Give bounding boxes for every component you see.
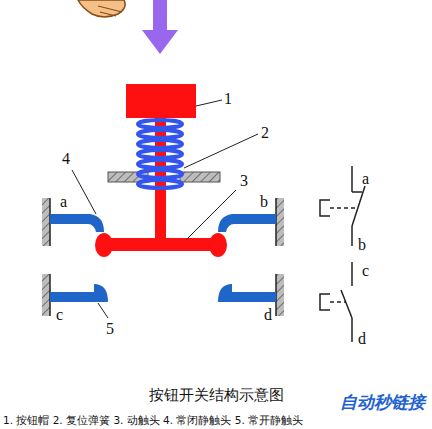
hand-icon xyxy=(78,0,125,17)
terminal-letter: b xyxy=(358,236,366,254)
callout-number: 4 xyxy=(62,150,70,168)
spring-coil xyxy=(138,180,182,188)
caption: 按钮开关结构示意图 xyxy=(149,387,284,404)
nc-static-contact xyxy=(218,214,276,232)
spring-coil xyxy=(138,160,182,168)
no-static-contact xyxy=(218,284,276,302)
callout-number: 2 xyxy=(261,124,269,142)
button-cap xyxy=(126,84,196,118)
terminal-letter: d xyxy=(358,330,366,348)
spring-coil xyxy=(138,140,182,148)
terminal-letter: b xyxy=(260,193,268,211)
moving-contact xyxy=(95,233,227,257)
terminal-letter: c xyxy=(56,306,63,324)
part-list: 1. 按钮帽 2. 复位弹簧 3. 动触头 4. 常闭静触头 5. 常开静触头 xyxy=(3,415,303,427)
spring-coil xyxy=(138,120,182,128)
callout-number: 1 xyxy=(224,90,232,108)
terminal-letter: a xyxy=(362,170,369,188)
nc-contact-symbol xyxy=(320,166,365,246)
guide-block xyxy=(180,172,220,182)
no-contact-symbol xyxy=(320,262,352,342)
press-arrow xyxy=(142,0,178,54)
terminal-letter: a xyxy=(60,193,67,211)
spring-coil xyxy=(138,150,182,158)
terminal-letter: d xyxy=(264,306,272,324)
spring-coil xyxy=(138,170,182,178)
spring-coil xyxy=(138,130,182,138)
leader-line xyxy=(72,100,258,318)
wall xyxy=(42,198,284,316)
return-spring xyxy=(138,120,182,188)
watermark: 自动秒链接 xyxy=(340,393,425,412)
no-static-contact xyxy=(50,284,108,302)
nc-static-contact xyxy=(50,214,104,232)
terminal-letter: c xyxy=(362,262,369,280)
callout-number: 5 xyxy=(106,320,114,338)
callout-number: 3 xyxy=(240,172,248,190)
